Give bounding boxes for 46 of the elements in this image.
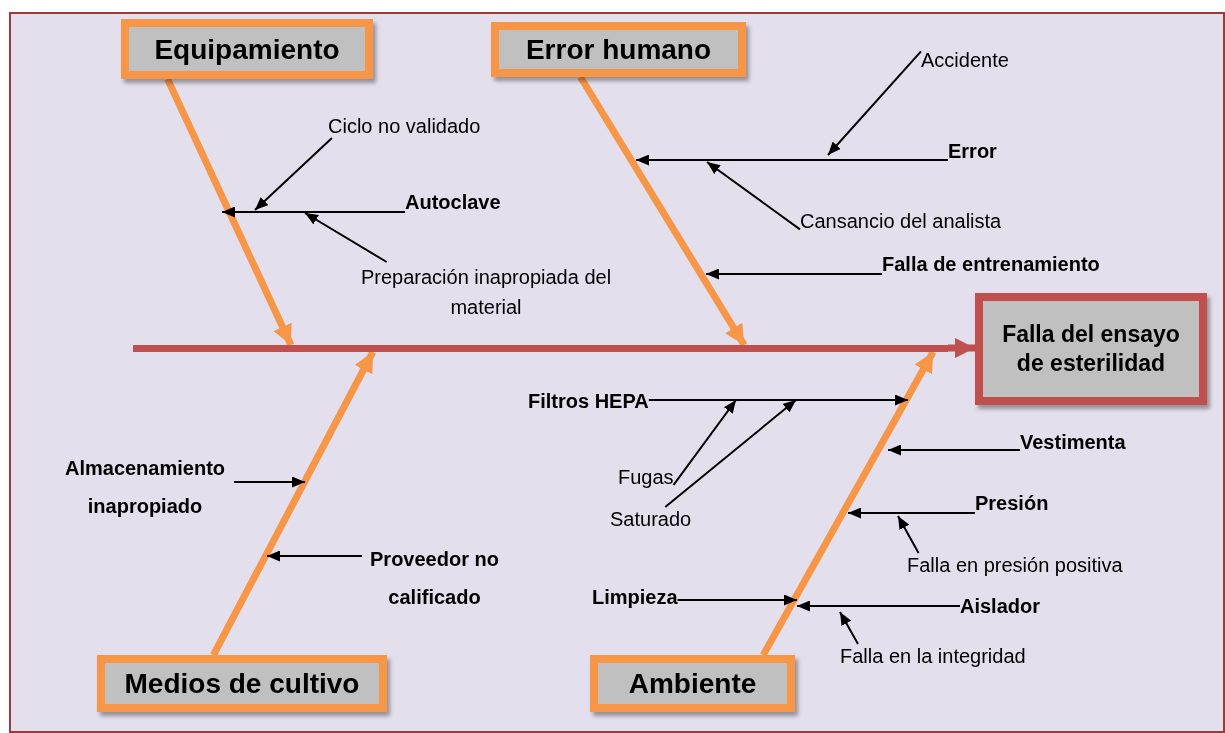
arrow	[266, 550, 363, 562]
cause-label: Proveedor no calificado	[362, 540, 507, 616]
category-box: Error humano	[491, 22, 746, 77]
arrow	[664, 399, 797, 508]
category-box: Ambiente	[590, 655, 795, 712]
bone-arrow	[577, 75, 748, 347]
arrow	[635, 154, 949, 166]
arrow	[897, 515, 920, 554]
arrow	[254, 137, 333, 211]
cause-label: Limpieza	[592, 585, 678, 609]
cause-label: Preparación inapropiada del material	[352, 262, 620, 322]
category-box: Equipamiento	[121, 19, 373, 79]
arrow	[847, 507, 976, 519]
cause-label: Accidente	[921, 48, 1009, 72]
cause-label: Fugas	[618, 465, 674, 489]
cause-label: Autoclave	[405, 190, 501, 214]
arrow	[887, 444, 1021, 456]
cause-label: Presión	[975, 491, 1049, 515]
cause-label: Falla en presión positiva	[907, 553, 1123, 577]
bone-arrow	[210, 350, 376, 657]
arrow	[706, 161, 801, 231]
cause-label: Almacenamiento inapropiado	[56, 449, 234, 525]
cause-label: Vestimenta	[1020, 430, 1126, 454]
arrow	[827, 50, 922, 156]
arrow	[839, 611, 859, 645]
cause-label: Saturado	[610, 507, 692, 531]
arrow	[304, 212, 388, 263]
cause-label: Ciclo no validado	[328, 114, 481, 138]
cause-label: Cansancio del analista	[800, 209, 1002, 233]
arrow	[647, 394, 909, 406]
cause-label: Filtros HEPA	[528, 389, 649, 413]
cause-label: Falla de entrenamiento	[882, 252, 1100, 276]
spine-bar	[133, 345, 948, 352]
bone-arrow	[164, 77, 295, 347]
arrow	[233, 476, 306, 488]
cause-label: Falla en la integridad	[840, 644, 1026, 668]
arrow	[705, 268, 883, 280]
arrow	[221, 206, 406, 218]
arrow	[672, 399, 737, 486]
bone-arrow	[760, 350, 937, 657]
cause-label: Aislador	[960, 594, 1041, 618]
category-box: Medios de cultivo	[97, 655, 387, 712]
arrow	[796, 600, 961, 612]
cause-label: Error	[948, 139, 997, 163]
effect-box: Falla del ensayo de esterilidad	[975, 293, 1207, 405]
arrow	[676, 594, 798, 606]
